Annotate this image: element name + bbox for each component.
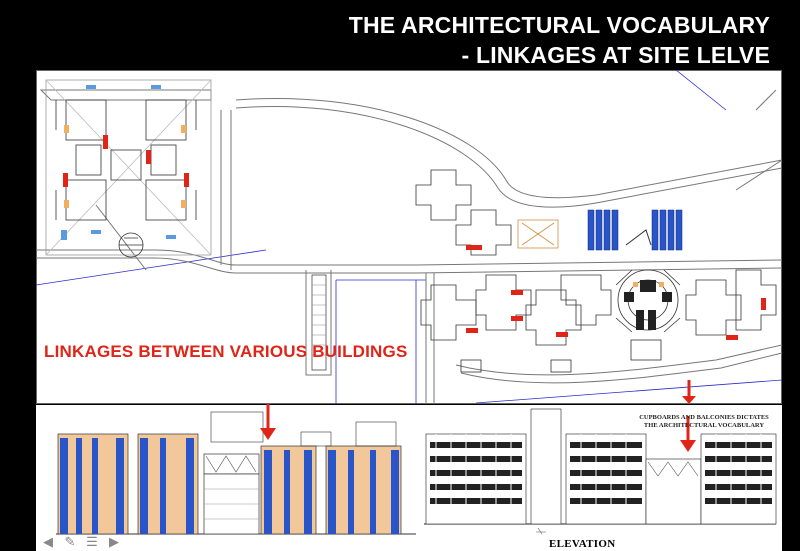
left-elevation [56,404,416,535]
arrow-right-icon[interactable]: ▶ [109,534,119,549]
right-elevation [424,408,777,525]
elevations-drawing [36,404,782,535]
site-plan [36,70,782,404]
cupboard-note-line-1: CUPBOARDS AND BALCONIES DICTATES [639,414,769,421]
linkage-label: LINKAGES BETWEEN VARIOUS BUILDINGS [44,342,408,361]
slide-title-line-1: THE ARCHITECTURAL VOCABULARY [348,12,770,38]
site-plan-drawing [36,70,782,404]
elevations-panel [36,404,782,551]
menu-icon[interactable]: ☰ [86,534,98,549]
elevation-caption: ELEVATION [549,538,616,550]
cupboard-note-line-2: THE ARCHITECTURAL VOCABULARY [643,422,765,429]
slide-nav-toolbar: ◀ ✎ ☰ ▶ [40,535,122,549]
cupboard-note: CUPBOARDS AND BALCONIES DICTATES THE ARC… [634,414,774,430]
slide-title-line-2: - LINKAGES AT SITE LELVE [461,42,770,68]
pencil-icon[interactable]: ✎ [64,534,76,549]
arrow-left-icon[interactable]: ◀ [43,534,53,549]
